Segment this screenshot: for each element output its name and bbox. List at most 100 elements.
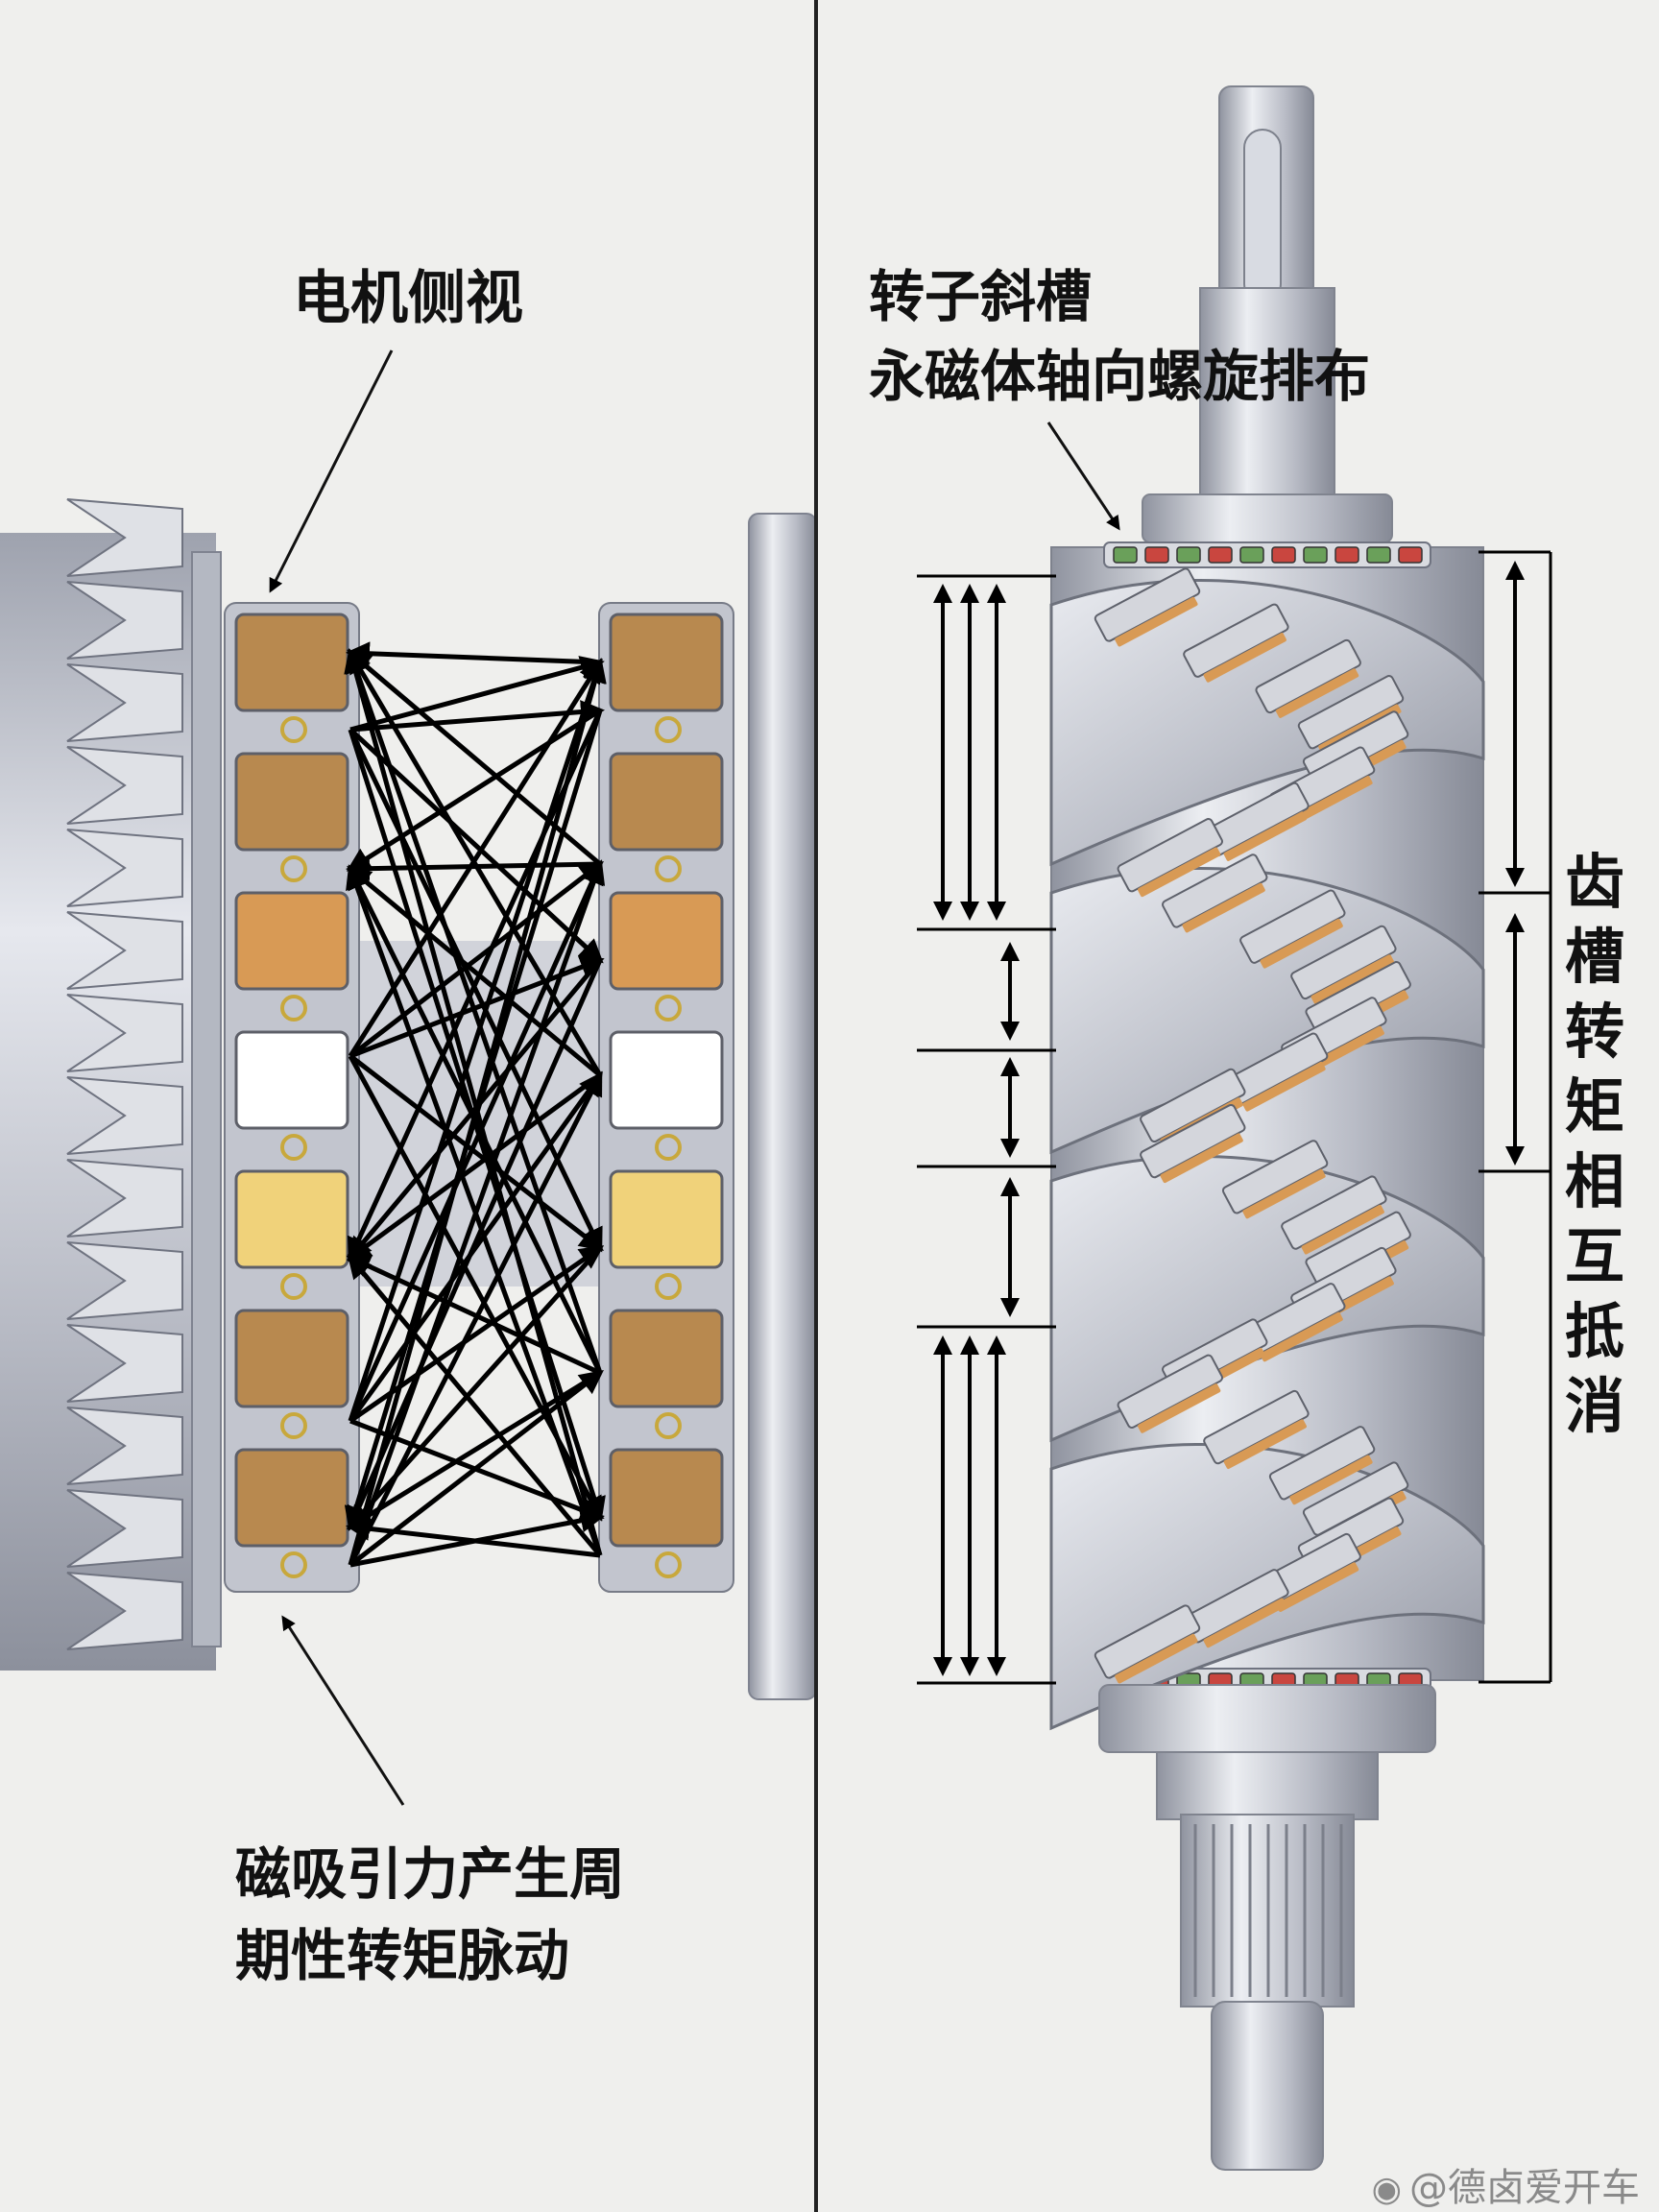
magnet-copper-strip [1182, 882, 1265, 933]
ripple-pointer [281, 1615, 405, 1806]
magnet-copper-strip [1115, 596, 1198, 647]
magnet-block [609, 1169, 724, 1269]
stator-tooth [66, 1572, 183, 1650]
force-arrow [349, 1508, 605, 1568]
coil-loop [655, 716, 682, 743]
force-arrow [348, 658, 607, 1566]
right-magnet-column [598, 602, 734, 1593]
coil-loop [655, 855, 682, 882]
magnet-copper-strip [1289, 1455, 1373, 1505]
force-arrow [346, 1370, 602, 1529]
magnet-block [609, 1448, 724, 1548]
coil-loop [280, 716, 307, 743]
ring-magnet [1208, 546, 1233, 564]
force-arrow [347, 709, 603, 1262]
skew-pointer [1046, 421, 1120, 531]
force-arrow [348, 658, 606, 1422]
stator-tooth [66, 663, 183, 742]
coil-loop [280, 1412, 307, 1439]
magnet-copper-strip [1223, 811, 1307, 861]
coil-loop [655, 1134, 682, 1161]
ring-magnet [1303, 546, 1328, 564]
upper-collar [1142, 493, 1393, 543]
stator-tooth [66, 746, 183, 825]
torque-ripple-label-line2: 期性转矩脉动 [235, 1923, 570, 1988]
magnet-copper-strip [1301, 1204, 1384, 1255]
force-arrow [349, 728, 604, 964]
magnet-copper-strip [1203, 1598, 1286, 1648]
magnet-copper-strip [1242, 1062, 1326, 1112]
magnet-copper-strip [1260, 919, 1343, 969]
coil-loop [655, 1273, 682, 1300]
stator-tooth [66, 911, 183, 990]
ring-magnet [1271, 546, 1296, 564]
magnet-block [234, 1030, 349, 1130]
stator-tooth [66, 1324, 183, 1403]
force-arrow [348, 658, 603, 1058]
force-arrow [346, 641, 601, 666]
helical-magnet-arrangement [1049, 567, 1485, 1731]
torque-ripple-label-line1: 磁吸引力产生周 [235, 1841, 626, 1907]
bottom-shaft [1211, 2001, 1324, 2171]
magnet-block [234, 1309, 349, 1408]
force-arrow [348, 859, 606, 1566]
ring-magnet [1334, 546, 1359, 564]
force-arrow [345, 648, 603, 1374]
magnet-copper-strip [1310, 954, 1394, 1004]
ring-magnet [1144, 546, 1169, 564]
dimension-arrows [917, 550, 1552, 1685]
magnet-copper-strip [1115, 1633, 1198, 1684]
ring-magnet [1398, 546, 1423, 564]
stator-tooth [66, 1076, 183, 1155]
stator-tooth [66, 1159, 183, 1238]
left-magnet-column [224, 602, 360, 1593]
force-arrow [348, 1070, 603, 1567]
stator-tooth [66, 994, 183, 1072]
magnet-copper-strip [1203, 633, 1286, 683]
stator-tooth [66, 829, 183, 907]
force-arrow [347, 649, 602, 866]
watermark-text: @德卤爱开车 [1409, 2166, 1640, 2210]
force-arrow [347, 958, 603, 1531]
magnet-copper-strip [1275, 1562, 1359, 1612]
magnet-block [234, 1169, 349, 1269]
force-arrow [346, 1072, 602, 1261]
stator-tooth [66, 1241, 183, 1320]
left-panel [0, 349, 817, 1806]
lower-collar [1098, 1684, 1436, 1753]
magnet-copper-strip [1289, 776, 1373, 826]
force-arrow [346, 856, 601, 881]
coil-loop [655, 1412, 682, 1439]
ring-magnet [1176, 546, 1201, 564]
magnet-copper-strip [1275, 668, 1359, 718]
force-arrow [349, 656, 605, 733]
magnet-copper-strip [1260, 1311, 1343, 1362]
motor-side-view-label: 电机侧视 [293, 265, 523, 332]
force-arrow [346, 708, 602, 872]
stator-tooth [66, 581, 183, 660]
rotor-skew-label: 转子斜槽 [869, 264, 1093, 329]
coil-loop [280, 1273, 307, 1300]
coil-loop [655, 1551, 682, 1578]
stator-tooth [66, 1489, 183, 1568]
magnet-block [609, 891, 724, 991]
watermark: ◉@德卤爱开车 [1372, 2156, 1640, 2212]
magnet-block [234, 891, 349, 991]
cogging-cancellation-label: 齿槽转矩相互抵消 [1565, 847, 1625, 1441]
magnet-copper-strip [1242, 1168, 1326, 1219]
magnet-block [609, 752, 724, 852]
ring-magnet [1239, 546, 1264, 564]
magnet-block [234, 752, 349, 852]
magnet-copper-strip [1160, 1133, 1243, 1184]
stator-tooth [66, 498, 183, 577]
force-arrow [348, 859, 604, 1423]
top-magnet-ring [1103, 541, 1431, 568]
magnetic-force-arrows [344, 641, 607, 1568]
magnet-block [609, 1030, 724, 1130]
lower-shoulder [1156, 1751, 1379, 1820]
magnet-copper-strip [1138, 1383, 1221, 1433]
weibo-logo-icon: ◉ [1371, 2170, 1402, 2209]
spline-teeth [1193, 1824, 1343, 1997]
force-arrow [349, 1369, 604, 1567]
coil-loop [280, 1551, 307, 1578]
